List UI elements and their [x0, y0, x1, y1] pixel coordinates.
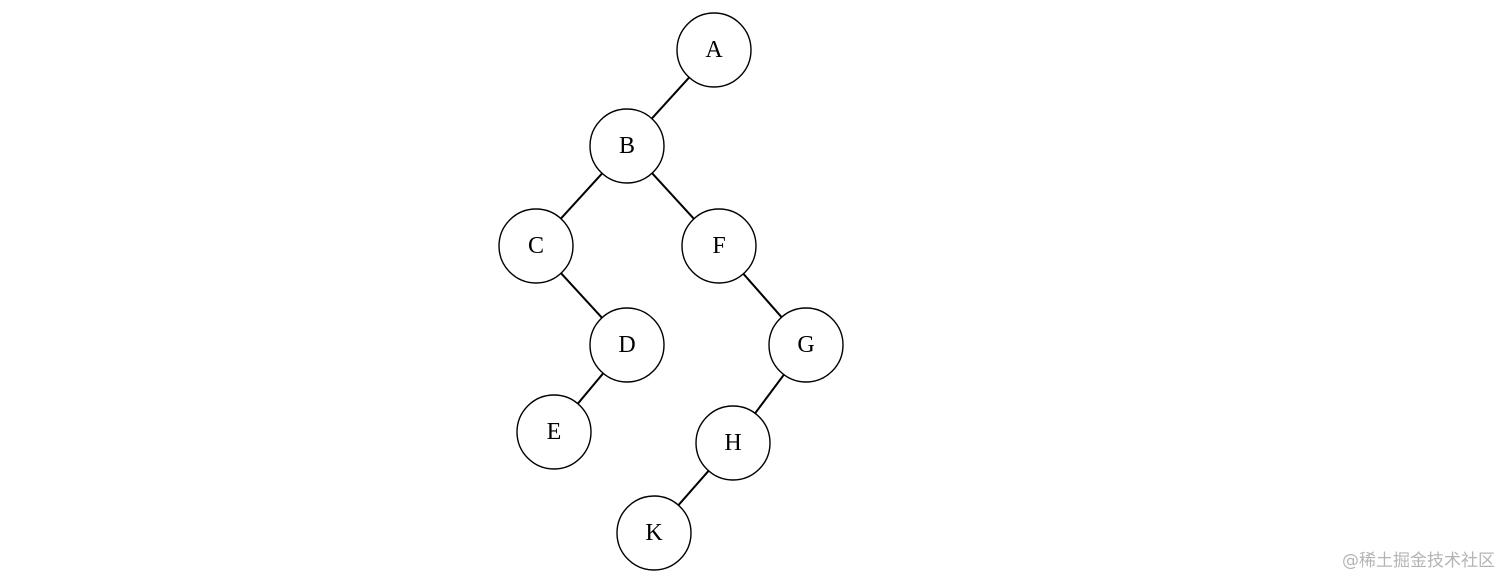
edge-f-g: [742, 273, 783, 318]
edge-layer: [560, 76, 785, 506]
node-label: C: [528, 233, 544, 259]
node-label: H: [724, 430, 741, 456]
tree-node-a: A: [676, 12, 752, 88]
node-circle: [498, 208, 574, 284]
node-circle: [676, 12, 752, 88]
tree-node-d: D: [589, 307, 665, 383]
node-circle: [681, 208, 757, 284]
node-circle: [589, 307, 665, 383]
tree-node-k: K: [616, 495, 692, 571]
node-label: K: [645, 520, 663, 546]
edge-c-d: [560, 272, 603, 319]
edge-h-k: [677, 470, 710, 506]
node-label: F: [712, 233, 725, 259]
node-layer: A B C F D G E H K: [498, 12, 844, 571]
node-circle: [616, 495, 692, 571]
node-circle: [768, 307, 844, 383]
tree-node-h: H: [695, 405, 771, 481]
node-circle: [589, 108, 665, 184]
tree-node-e: E: [516, 394, 592, 470]
edge-g-h: [754, 374, 785, 414]
node-label: E: [547, 419, 562, 445]
edge-b-f: [651, 172, 695, 220]
node-circle: [695, 405, 771, 481]
node-label: B: [619, 133, 635, 159]
node-label: G: [797, 332, 814, 358]
tree-node-f: F: [681, 208, 757, 284]
edge-a-b: [651, 76, 690, 120]
tree-node-b: B: [589, 108, 665, 184]
watermark: @稀土掘金技术社区: [1342, 551, 1495, 571]
node-label: A: [705, 37, 723, 63]
node-circle: [516, 394, 592, 470]
tree-node-g: G: [768, 307, 844, 383]
tree-node-c: C: [498, 208, 574, 284]
edge-d-e: [577, 372, 604, 405]
node-label: D: [618, 332, 635, 358]
edge-b-c: [560, 172, 603, 220]
